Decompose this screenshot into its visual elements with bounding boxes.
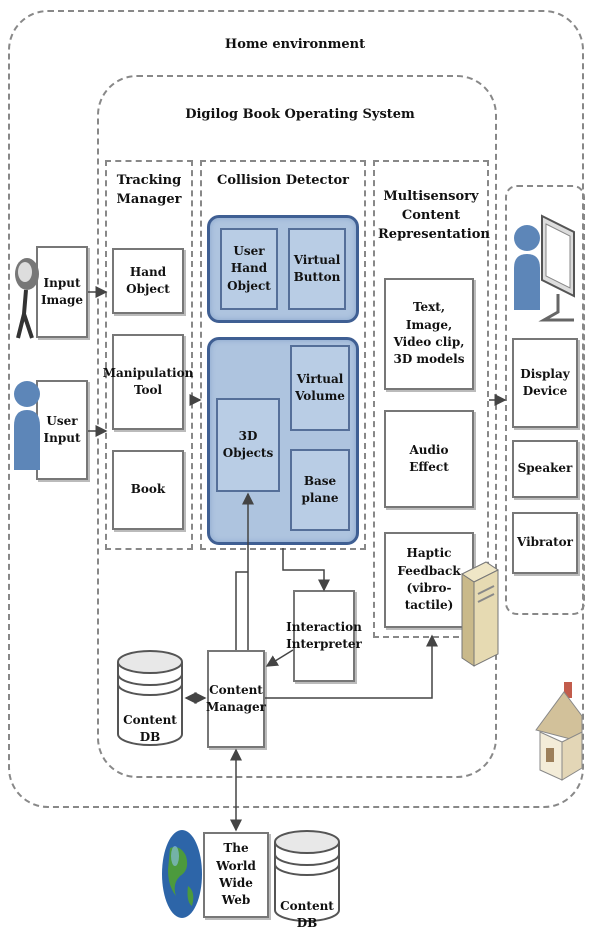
user-icon <box>14 381 40 470</box>
book-box: Book <box>112 450 184 530</box>
tracking-manager-panel <box>105 160 193 550</box>
operating-system-title: Digilog Book Operating System <box>185 107 415 122</box>
computer-tower-icon <box>461 561 499 667</box>
globe-icon <box>162 830 202 918</box>
user-icon <box>514 225 540 310</box>
hand-object-box: Hand Object <box>112 248 184 314</box>
base-plane-box: Base plane <box>290 449 350 531</box>
3d-objects-box: 3D Objects <box>216 398 280 492</box>
content-db-inner-icon <box>117 650 183 746</box>
input-image-box: Input Image <box>36 246 88 338</box>
display-device-box: Display Device <box>512 338 578 428</box>
virtual-button-box: Virtual Button <box>288 228 346 310</box>
multisensory-title: Multisensory Content Representation <box>378 189 490 242</box>
audio-effect-box: Audio Effect <box>384 410 474 508</box>
user-hand-object-box: User Hand Object <box>220 228 278 310</box>
haptic-feedback-box: Haptic Feedback (vibro-tactile) <box>384 532 474 628</box>
user-input-box: User Input <box>36 380 88 480</box>
interaction-interpreter-box: Interaction Interpreter <box>286 590 362 682</box>
content-db-outer-icon <box>274 830 340 922</box>
content-db-inner-label: Content DB <box>123 713 177 745</box>
content-manager-box: Content Manager <box>206 650 266 748</box>
text-image-box: Text, Image, Video clip, 3D models <box>384 278 474 390</box>
speaker-box: Speaker <box>512 440 578 498</box>
camera-icon <box>15 258 39 339</box>
vibrator-box: Vibrator <box>512 512 578 574</box>
tracking-manager-title: Tracking Manager <box>116 173 182 207</box>
computer-monitor-icon <box>538 214 575 322</box>
house-icon <box>535 682 583 781</box>
home-environment-title: Home environment <box>224 37 366 52</box>
world-wide-web-box: The World Wide Web <box>203 832 269 918</box>
collision-detector-title: Collision Detector <box>217 173 349 188</box>
virtual-volume-box: Virtual Volume <box>290 345 350 431</box>
manipulation-tool-box: Manipulation Tool <box>103 334 193 430</box>
